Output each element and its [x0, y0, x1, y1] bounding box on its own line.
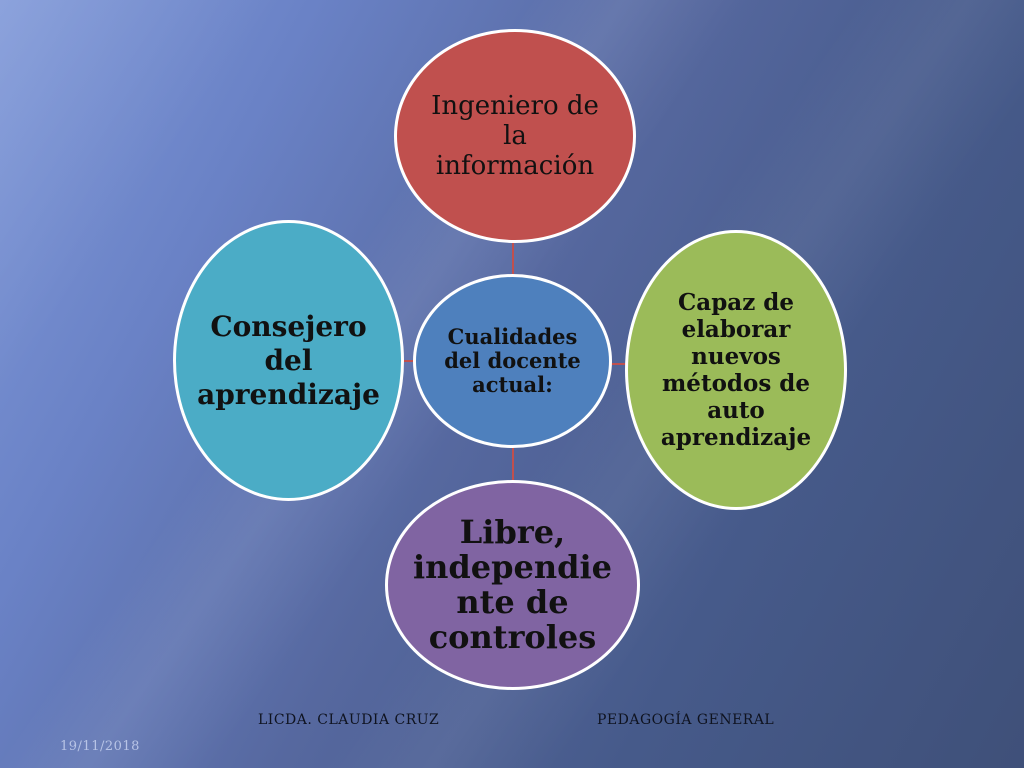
node-ingeniero: Ingeniero de la información	[394, 29, 636, 243]
node-consejero-label: Consejero del aprendizaje	[197, 309, 380, 411]
node-center-label: Cualidades del docente actual:	[444, 324, 581, 397]
footer-author: LICDA. CLAUDIA CRUZ	[258, 712, 440, 728]
node-libre-label: Libre, independie nte de controles	[412, 513, 613, 656]
node-libre: Libre, independie nte de controles	[385, 480, 640, 690]
node-capaz-label: Capaz de elaborar nuevos métodos de auto…	[660, 289, 812, 451]
footer-subject: PEDAGOGÍA GENERAL	[597, 712, 775, 728]
node-consejero: Consejero del aprendizaje	[173, 220, 404, 501]
footer-date: 19/11/2018	[60, 739, 140, 754]
node-capaz: Capaz de elaborar nuevos métodos de auto…	[625, 230, 847, 510]
node-ingeniero-label: Ingeniero de la información	[431, 91, 599, 181]
node-center: Cualidades del docente actual:	[413, 274, 612, 448]
